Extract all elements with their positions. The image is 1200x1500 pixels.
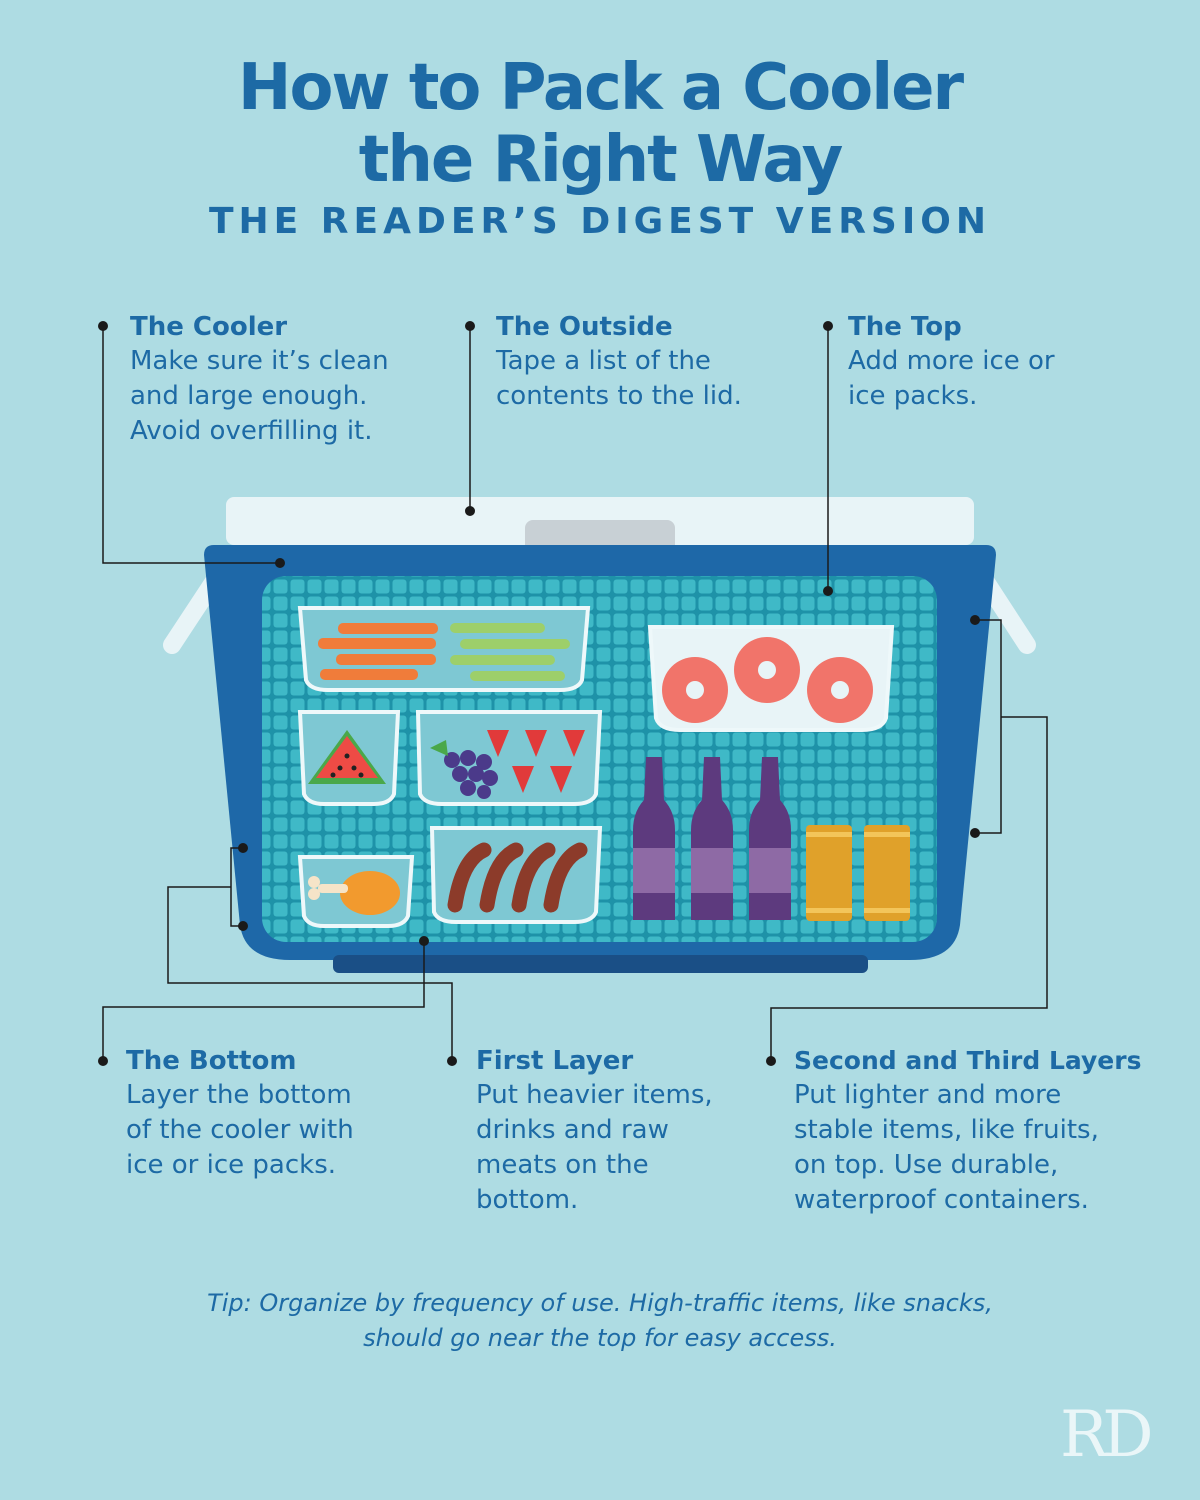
callout-first-layer: First Layer Put heavier items, drinks an… <box>476 1044 713 1218</box>
callout-text-line: Tape a list of the <box>496 346 711 376</box>
callout-text-line: ice or ice packs. <box>126 1150 337 1180</box>
cooler-base <box>333 955 868 973</box>
callout-text-line: bottom. <box>476 1185 579 1215</box>
chicken-leg-icon <box>308 871 400 915</box>
callout-the-outside: The Outside Tape a list of the contents … <box>496 310 742 414</box>
callout-text-line: Add more ice or <box>848 346 1055 376</box>
tip-line-1: Tip: Organize by frequency of use. High-… <box>207 1289 993 1317</box>
bottle-icon <box>633 757 791 920</box>
callout-text-line: contents to the lid. <box>496 381 742 411</box>
rd-logo: RD <box>1060 1398 1153 1472</box>
can-icon <box>806 825 910 921</box>
watermelon-icon <box>308 730 386 784</box>
carrot-icon <box>318 623 438 680</box>
callout-text-line: Put lighter and more <box>794 1080 1062 1110</box>
callout-the-bottom: The Bottom Layer the bottom of the coole… <box>126 1044 354 1183</box>
grapes-icon <box>430 740 498 799</box>
callout-text-line: Layer the bottom <box>126 1080 352 1110</box>
page-title-line-2: the Right Way <box>358 123 844 197</box>
callout-heading: The Outside <box>496 312 673 342</box>
callout-heading: Second and Third Layers <box>794 1046 1142 1075</box>
callout-text-line: of the cooler with <box>126 1115 354 1145</box>
callout-heading: The Top <box>848 312 962 342</box>
callout-text-line: meats on the <box>476 1150 649 1180</box>
callout-text-line: drinks and raw <box>476 1115 669 1145</box>
callout-heading: First Layer <box>476 1046 634 1076</box>
page-subtitle: THE READER’S DIGEST VERSION <box>209 201 991 242</box>
tip-line-2: should go near the top for easy access. <box>363 1324 837 1352</box>
callout-text-line: stable items, like fruits, <box>794 1115 1099 1145</box>
callout-text-line: Put heavier items, <box>476 1080 713 1110</box>
celery-icon <box>450 623 570 681</box>
callout-heading: The Bottom <box>126 1046 297 1076</box>
callout-text-line: Avoid overfilling it. <box>130 416 373 446</box>
page-title-line-1: How to Pack a Cooler <box>237 51 964 125</box>
callout-heading: The Cooler <box>130 312 288 342</box>
callout-text-line: ice packs. <box>848 381 978 411</box>
callout-text-line: waterproof containers. <box>794 1185 1089 1215</box>
callout-text-line: Make sure it’s clean <box>130 346 389 376</box>
callout-text-line: and large enough. <box>130 381 368 411</box>
strawberry-icon <box>487 730 585 793</box>
sausage-icon <box>447 842 588 913</box>
callout-the-cooler: The Cooler Make sure it’s clean and larg… <box>130 310 389 449</box>
donut-icon <box>662 637 873 723</box>
callout-second-and-third-layers: Second and Third Layers Put lighter and … <box>794 1044 1141 1218</box>
callout-the-top: The Top Add more ice or ice packs. <box>848 310 1055 414</box>
callout-text-line: on top. Use durable, <box>794 1150 1059 1180</box>
tip-text: Tip: Organize by frequency of use. High-… <box>0 1286 1200 1356</box>
